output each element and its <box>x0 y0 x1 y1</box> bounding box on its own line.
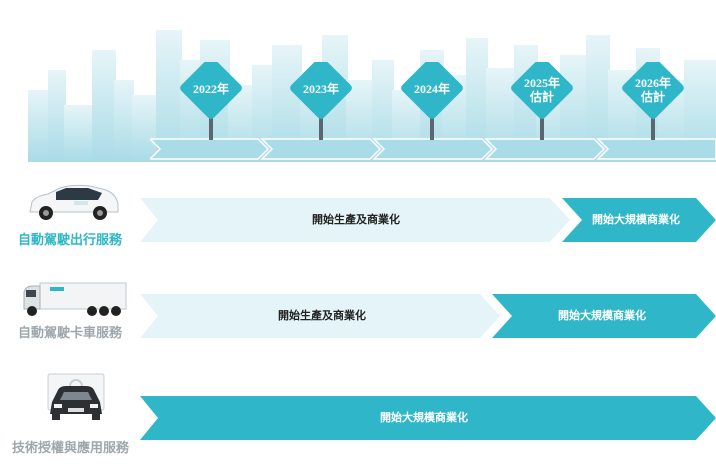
robotaxi-car-icon <box>29 184 119 220</box>
timeline-segment <box>150 138 270 160</box>
year-label: 2024年 <box>413 82 450 96</box>
year-marker-2026: 2026年 估計 <box>620 57 686 147</box>
year-text: 2025年 <box>523 76 560 90</box>
year-label: 2022年 <box>192 82 229 96</box>
service-label-robotaxi: 自動駕駛出行服務 <box>18 233 123 248</box>
service-label-truck: 自動駕駛卡車服務 <box>18 326 123 341</box>
phase-label: 開始大規模商業化 <box>558 310 646 322</box>
year-marker-2022: 2022年 <box>178 57 244 147</box>
phase-band-robotaxi <box>140 198 716 242</box>
timeline-chevron-strip <box>150 138 716 160</box>
year-label: 2026年 估計 <box>620 76 686 104</box>
phase-band-tech-licensing <box>140 396 716 440</box>
year-text: 2026年 <box>634 76 671 90</box>
year-marker-2025: 2025年 估計 <box>509 57 575 147</box>
phase-label: 開始大規模商業化 <box>380 412 468 424</box>
year-note: 估計 <box>529 90 554 104</box>
phase-segment-production <box>140 198 570 242</box>
year-label: 2025年 估計 <box>509 76 575 104</box>
phase-label: 開始生產及商業化 <box>278 310 366 322</box>
timeline-segment <box>596 138 716 160</box>
phase-segment-mass-commercial <box>140 396 716 440</box>
year-marker-2024: 2024年 <box>399 57 465 147</box>
phase-label: 開始大規模商業化 <box>592 214 680 226</box>
phase-segment-mass-commercial <box>492 294 716 338</box>
timeline-segment <box>484 138 606 160</box>
car-with-software-icon <box>47 373 105 420</box>
year-marker-2023: 2023年 <box>288 57 354 147</box>
phase-segment-mass-commercial <box>562 198 716 242</box>
autonomous-truck-icon <box>23 282 127 316</box>
timeline-segment <box>260 138 382 160</box>
service-label-tech-licensing: 技術授權與應用服務 <box>12 441 130 456</box>
phase-segment-production <box>140 294 500 338</box>
phase-band-truck <box>140 294 716 338</box>
year-note: 估計 <box>640 90 665 104</box>
timeline-segment <box>372 138 494 160</box>
year-label: 2023年 <box>302 82 339 96</box>
phase-label: 開始生產及商業化 <box>312 214 400 226</box>
